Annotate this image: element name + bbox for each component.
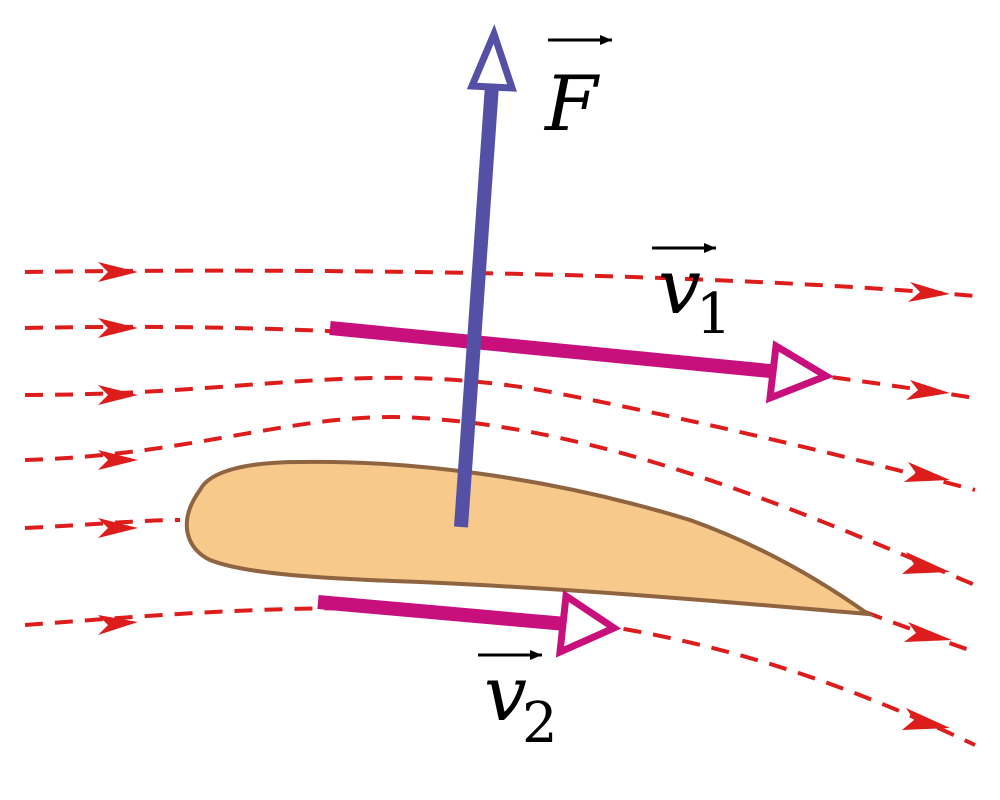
streamline-arrowhead-icon [902, 708, 950, 730]
velocity-v1-subscript: 1 [696, 282, 732, 347]
streamline-arrowhead-icon [98, 450, 138, 470]
velocity-v2-label: v 2 [478, 649, 558, 756]
streamline-arrowhead-icon [98, 518, 138, 538]
velocity-v2-symbol: v [484, 649, 527, 738]
streamline-1 [24, 268, 976, 298]
force-label: F [543, 35, 612, 148]
streamline-arrowhead-icon [98, 262, 138, 282]
velocity-v1-shaft [329, 321, 781, 379]
streamline-arrowhead-icon [904, 462, 950, 482]
streamline-2 [24, 324, 976, 400]
velocity-v1-head [765, 340, 834, 404]
velocity-v2-shaft [317, 595, 567, 631]
streamline-arrowhead-icon [906, 380, 950, 400]
streamline-3 [24, 375, 976, 492]
force-head [466, 24, 517, 92]
streamline-arrowhead-icon [908, 282, 950, 302]
velocity-v1-symbol: v [658, 242, 701, 331]
velocity-v2-subscript: 2 [522, 691, 558, 756]
streamline-arrowhead-icon [98, 385, 138, 405]
streamline-5-trailing [864, 610, 976, 654]
streamline-arrowhead-icon [904, 622, 952, 642]
force-label-symbol: F [543, 59, 600, 148]
streamline-4 [24, 415, 976, 587]
streamline-arrowhead-icon [98, 318, 138, 338]
airfoil-wing [184, 459, 876, 617]
force-arrow-icon [454, 24, 517, 528]
streamline-arrowheads [98, 262, 952, 730]
velocity-v1-arrow-icon [329, 321, 834, 404]
streamline-arrowhead-icon [902, 552, 950, 574]
streamline-arrowhead-icon [98, 615, 138, 635]
velocity-v2-arrow-icon [317, 589, 622, 658]
streamline-6 [24, 606, 976, 747]
force-shaft [454, 84, 499, 528]
velocity-v1-label: v 1 [652, 242, 732, 347]
velocity-v2-head [555, 589, 622, 658]
